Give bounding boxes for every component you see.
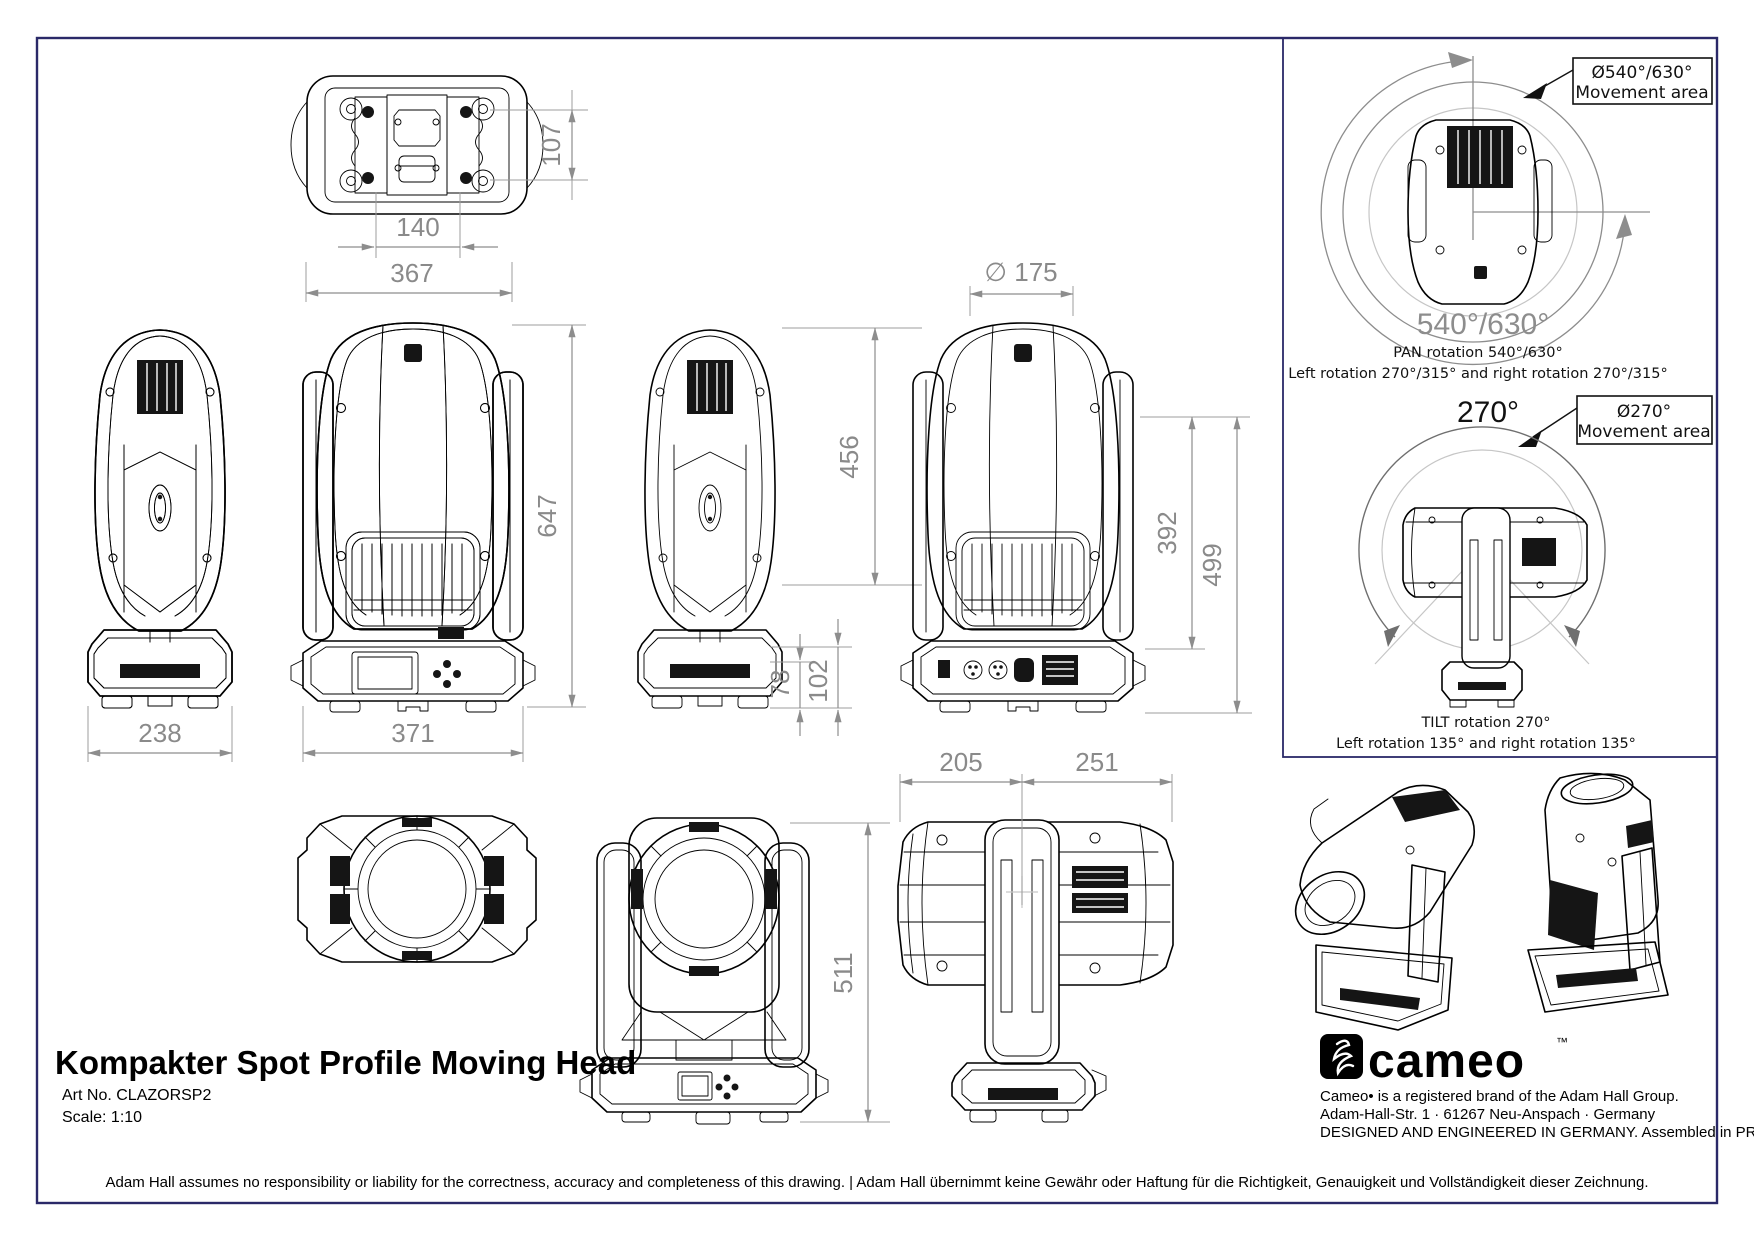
dim-238: 238 — [87, 706, 233, 762]
dim-647: 647 — [512, 324, 586, 708]
dim-label-392: 392 — [1152, 511, 1182, 554]
view-front-head-up — [579, 817, 829, 1125]
cameo-trademark: ™ — [1556, 1035, 1568, 1049]
scale-label: Scale: 1:10 — [62, 1109, 142, 1126]
view-side-head-horizontal — [897, 819, 1174, 1123]
view-rear — [900, 322, 1146, 713]
dim-392: 392 — [1140, 416, 1250, 650]
view-side-left — [87, 329, 233, 709]
pan-arc-arrow-top — [1448, 52, 1473, 68]
dim-label-647: 647 — [532, 494, 562, 537]
dim-label-499: 499 — [1197, 543, 1227, 586]
pan-arc-arrow-right — [1616, 214, 1632, 239]
art-no: Art No. CLAZORSP2 — [62, 1087, 211, 1104]
tilt-arc-arrow-left — [1384, 625, 1400, 647]
dim-label-107: 107 — [536, 123, 566, 166]
pan-callout-box — [1572, 57, 1713, 105]
pan-leader-arrow — [1523, 83, 1547, 99]
dim-78: 78 — [765, 634, 852, 736]
disclaimer-text: Adam Hall assumes no responsibility or l… — [106, 1174, 1649, 1191]
dim-499: 499 — [1145, 416, 1252, 714]
tilt-callout-box — [1576, 395, 1713, 445]
dim-label-367: 367 — [390, 258, 433, 288]
brand-line-2: Adam-Hall-Str. 1 · 61267 Neu-Anspach · G… — [1320, 1106, 1656, 1123]
movement-panel-border — [1282, 37, 1718, 758]
tilt-fixture-side-view — [1402, 507, 1588, 708]
pan-callout-line1: Ø540°/630° — [1591, 63, 1692, 83]
iso-view-left — [1294, 784, 1476, 1031]
dim-label-205: 205 — [939, 747, 982, 777]
brand-block: cameo ™ Cameo• is a registered brand of … — [1320, 1034, 1754, 1141]
tilt-arc-arrow-right — [1564, 625, 1580, 647]
tilt-angle-label: 270° — [1457, 396, 1519, 429]
dim-107: 107 — [490, 90, 588, 200]
tilt-callout: Ø270° Movement area — [1518, 395, 1713, 447]
cameo-logo-text: cameo — [1368, 1035, 1525, 1088]
pan-caption-2: Left rotation 270°/315° and right rotati… — [1288, 366, 1667, 382]
dim-label-371: 371 — [391, 718, 434, 748]
pan-caption-1: PAN rotation 540°/630° — [1393, 345, 1562, 361]
title-block: Kompakter Spot Profile Moving Head Art N… — [55, 1044, 636, 1126]
dim-371: 371 — [302, 706, 524, 762]
page-title: Kompakter Spot Profile Moving Head — [55, 1044, 636, 1081]
dim-label-175: ∅ 175 — [984, 257, 1057, 287]
tilt-caption-1: TILT rotation 270° — [1420, 715, 1550, 731]
view-front — [290, 322, 536, 713]
tilt-caption-2: Left rotation 135° and right rotation 13… — [1336, 736, 1636, 752]
brand-line-1: Cameo• is a registered brand of the Adam… — [1320, 1088, 1679, 1105]
tilt-callout-line2: Movement area — [1577, 422, 1710, 442]
view-base-top — [290, 75, 544, 215]
dim-456: 456 — [782, 327, 922, 586]
dim-label-511: 511 — [828, 952, 858, 993]
view-head-top — [297, 815, 537, 963]
dim-label-251: 251 — [1075, 747, 1118, 777]
dim-102: 102 — [770, 619, 852, 736]
pan-movement-diagram: Ø540°/630° Movement area 540°/630° PAN r… — [1288, 52, 1713, 382]
dim-label-102: 102 — [803, 659, 833, 702]
brand-line-3: DESIGNED AND ENGINEERED IN GERMANY. Asse… — [1320, 1124, 1754, 1141]
tilt-leader-arrow — [1518, 430, 1542, 447]
tilt-callout-line1: Ø270° — [1617, 402, 1671, 422]
tilt-movement-diagram: 270° Ø270° Movement area — [1336, 395, 1713, 752]
pan-fixture-top-view — [1407, 119, 1553, 305]
dim-511: 511 — [790, 822, 890, 1123]
cameo-salamander-glyph — [1332, 1039, 1355, 1077]
dim-367: 367 — [305, 258, 513, 302]
pan-callout: Ø540°/630° Movement area — [1523, 57, 1713, 105]
tilt-arc — [1358, 426, 1606, 638]
dim-205-251: 205 251 — [899, 747, 1173, 905]
dim-label-140: 140 — [396, 212, 439, 242]
pan-angle-label: 540°/630° — [1417, 308, 1549, 341]
dim-label-238: 238 — [138, 718, 181, 748]
dim-label-456: 456 — [834, 435, 864, 478]
pan-callout-line2: Movement area — [1575, 83, 1708, 103]
view-side-right — [637, 329, 783, 709]
dim-140: 140 — [338, 192, 498, 258]
cameo-logo-icon — [1320, 1034, 1363, 1079]
dim-label-78: 78 — [765, 670, 795, 699]
dim-175: ∅ 175 — [969, 257, 1074, 316]
iso-view-right — [1527, 772, 1669, 1013]
